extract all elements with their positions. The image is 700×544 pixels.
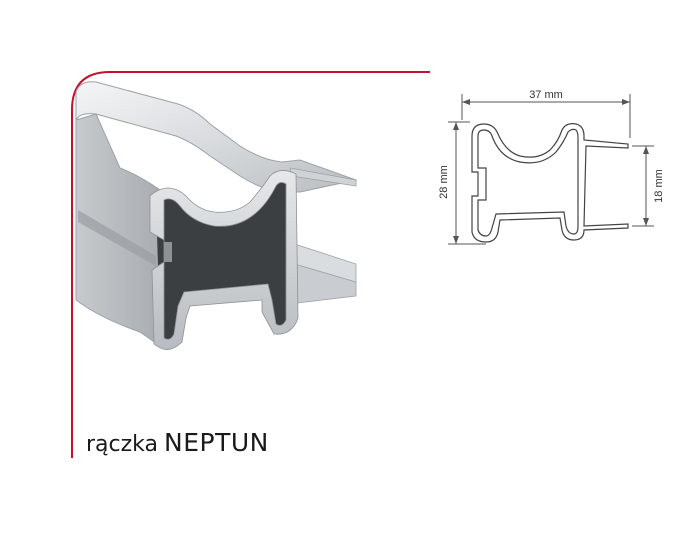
frame-accent-line xyxy=(71,71,430,458)
profile-3d-illustration xyxy=(75,81,358,350)
product-name: NEPTUN xyxy=(164,428,269,457)
dimension-width-label: 37 mm xyxy=(529,89,563,101)
dimension-inner-height-label: 18 mm xyxy=(653,169,665,203)
dimension-lines xyxy=(448,94,654,245)
dimension-height-label: 28 mm xyxy=(438,165,450,199)
product-prefix: rączka xyxy=(86,432,159,457)
profile-cross-section-drawing xyxy=(471,123,629,243)
